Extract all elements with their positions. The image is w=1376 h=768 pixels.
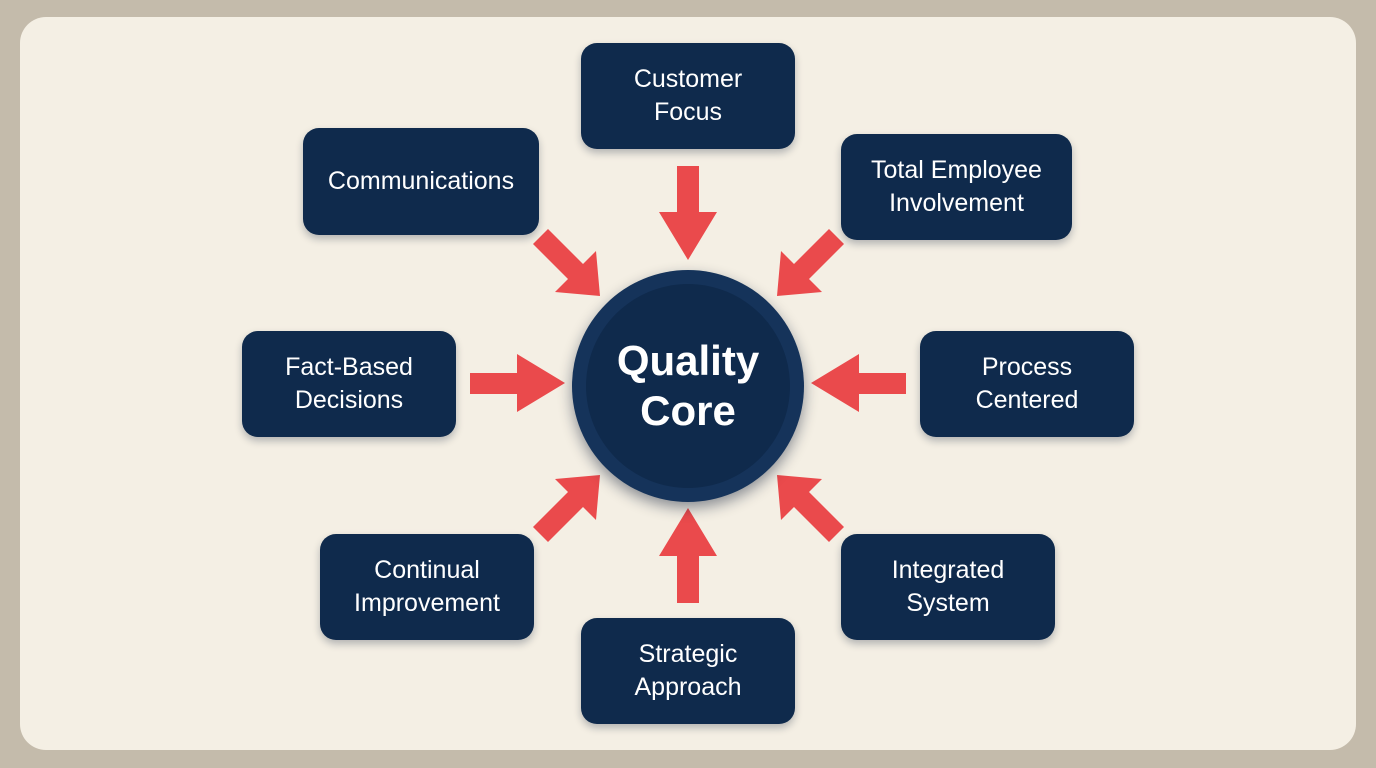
node-label-line: Customer — [633, 65, 743, 93]
quality-core-circle: Quality Core — [572, 270, 804, 502]
node-total-employee-involvement: Total Employee Involvement — [841, 134, 1072, 240]
node-fact-based-decisions: Fact-Based Decisions — [242, 331, 456, 437]
arrow-from-integrated-system — [777, 475, 844, 542]
node-label-line: Total Employee — [871, 156, 1042, 184]
arrow-from-total-employee-involvement — [777, 229, 844, 296]
arrow-from-fact-based-decisions — [470, 354, 565, 412]
node-continual-improvement: Continual Improvement — [320, 534, 534, 640]
node-label-line: System — [906, 589, 990, 617]
arrow-from-customer-focus — [659, 166, 717, 260]
node-label-line: Focus — [653, 98, 723, 126]
node-label-line: Centered — [975, 386, 1079, 414]
core-label-line: Core — [640, 387, 736, 434]
node-label-line: Approach — [634, 673, 742, 701]
core-label-line: Quality — [616, 337, 760, 384]
node-label-line: Strategic — [638, 640, 738, 668]
node-communications: Communications — [303, 128, 539, 235]
quality-core-label: Quality Core — [586, 284, 790, 488]
node-label-line: Integrated — [891, 556, 1005, 584]
node-strategic-approach: Strategic Approach — [581, 618, 795, 724]
node-integrated-system: Integrated System — [841, 534, 1055, 640]
node-label-line: Communications — [327, 167, 515, 195]
node-label-line: Improvement — [354, 589, 500, 617]
node-label-line: Continual — [374, 556, 480, 584]
arrow-from-continual-improvement — [533, 475, 600, 542]
node-label-line: Decisions — [294, 386, 404, 414]
node-label-line: Fact-Based — [285, 353, 413, 381]
node-process-centered: Process Centered — [920, 331, 1134, 437]
arrow-from-communications — [533, 229, 600, 296]
arrow-from-strategic-approach — [659, 508, 717, 603]
node-label-line: Involvement — [889, 189, 1024, 217]
node-customer-focus: Customer Focus — [581, 43, 795, 149]
arrow-from-process-centered — [811, 354, 906, 412]
node-label-line: Process — [981, 353, 1073, 381]
